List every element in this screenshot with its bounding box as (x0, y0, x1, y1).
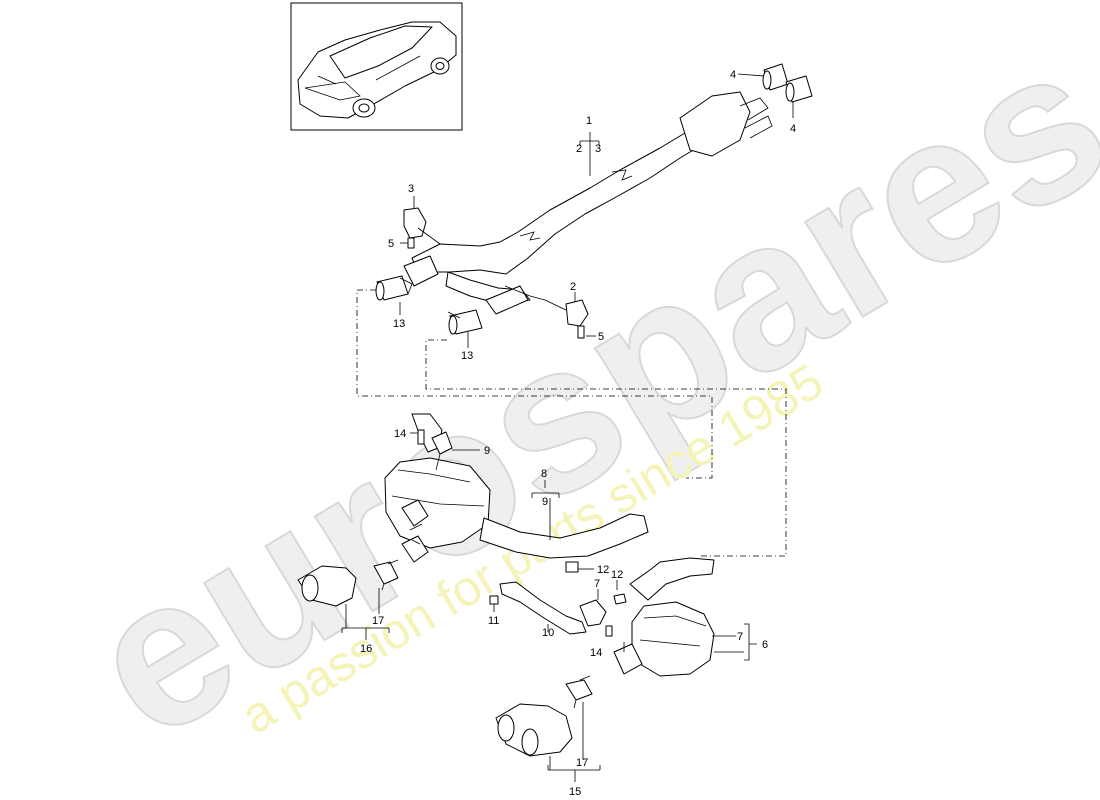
callout-13-left: 13 (393, 318, 405, 330)
clamps-4 (762, 63, 813, 103)
callout-17-left: 17 (372, 615, 384, 627)
callouts: 1 2 3 4 4 3 5 2 5 13 13 14 9 8 9 12 12 7… (360, 69, 796, 798)
callout-12-left: 12 (597, 564, 609, 576)
bolt-5-upper (407, 237, 415, 249)
bolt-5-lower (577, 325, 585, 339)
callout-5-upper: 5 (388, 238, 394, 250)
upper-hangers (403, 207, 589, 339)
left-hanger (411, 413, 453, 471)
callout-3: 3 (408, 183, 414, 195)
bracket-10 (489, 561, 587, 635)
vehicle-thumbnail (290, 2, 463, 131)
callout-11: 11 (488, 615, 499, 627)
callout-16: 16 (360, 643, 372, 655)
car-icon (297, 21, 457, 119)
callout-14-lower: 14 (590, 647, 602, 659)
callout-13-right: 13 (461, 350, 473, 362)
callout-7-right: 7 (737, 631, 743, 643)
callout-5-lower: 5 (598, 331, 604, 343)
callout-4-top: 4 (730, 69, 736, 81)
callout-12-right: 12 (611, 569, 623, 581)
rubber-mount-3 (403, 207, 427, 239)
right-tailpipe (495, 675, 593, 757)
callout-10: 10 (542, 627, 554, 639)
callout-4-bottom: 4 (790, 123, 796, 135)
front-pipe-assembly (403, 91, 773, 315)
callout-3-sub: 3 (595, 143, 601, 155)
left-tailpipe (297, 559, 399, 607)
leader-lines (341, 73, 794, 782)
callout-17-right: 17 (576, 757, 588, 769)
callout-7-upper: 7 (594, 578, 600, 590)
routing-lines (356, 289, 787, 557)
watermark: eurospares a passion for parts since 198… (51, 0, 1100, 785)
callout-14-upper: 14 (394, 428, 406, 440)
left-rear-silencer (384, 457, 649, 563)
callout-1: 1 (586, 115, 592, 127)
callout-6: 6 (762, 639, 768, 651)
callout-2-sub: 2 (576, 143, 582, 155)
right-rear-silencer (579, 557, 715, 677)
callout-15: 15 (569, 786, 581, 798)
rubber-mount-2 (565, 299, 589, 327)
watermark-brand: eurospares (52, 0, 1100, 784)
callout-9-upper: 9 (484, 445, 490, 457)
callout-8: 8 (541, 468, 547, 480)
clamps-13 (375, 275, 483, 335)
callout-9-sub: 9 (542, 496, 548, 508)
callout-2: 2 (570, 281, 576, 293)
